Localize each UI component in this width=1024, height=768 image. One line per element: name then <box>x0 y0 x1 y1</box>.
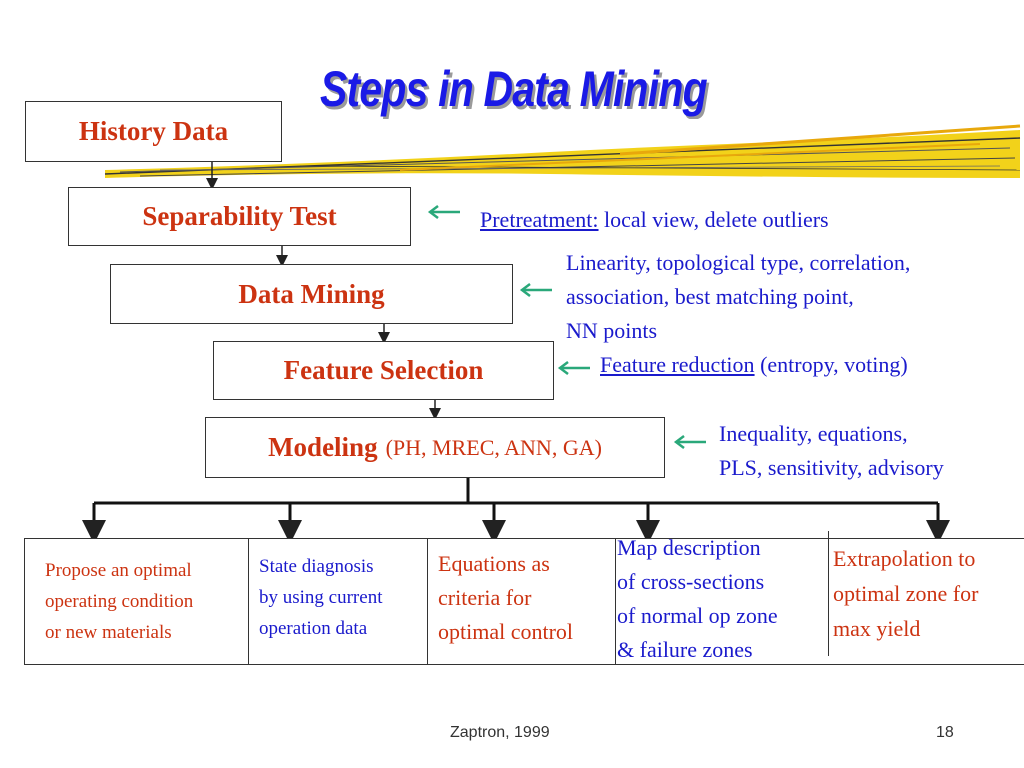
outcome-line: Map description <box>617 535 761 560</box>
note-pretreatment-label: Pretreatment: <box>480 207 599 232</box>
note-feature-label: Feature reduction <box>600 352 755 377</box>
left-arrow-icon <box>557 361 590 375</box>
outcome-propose: Propose an optimal operating condition o… <box>25 539 249 664</box>
outcome-line: criteria for <box>438 585 532 610</box>
outcome-line: operating condition <box>45 591 194 612</box>
note-pretreatment-text: local view, delete outliers <box>604 207 829 232</box>
page-number: 18 <box>936 724 954 741</box>
outcome-line: of normal op zone <box>617 603 778 628</box>
left-arrow-icon <box>427 205 460 219</box>
outcome-extrapolation: Extrapolation to optimal zone for max yi… <box>829 539 1024 664</box>
step-modeling: Modeling (PH, MREC, ANN, GA) <box>205 417 665 478</box>
left-arrow-icon <box>673 435 706 449</box>
step-separability-test: Separability Test <box>68 187 411 246</box>
outcome-line: optimal control <box>438 619 574 644</box>
outcome-line: State diagnosis <box>259 556 374 577</box>
left-arrow-icon <box>519 283 552 297</box>
outcome-line: Extrapolation to <box>833 546 976 571</box>
note-line: association, best matching point, <box>566 284 854 309</box>
outcome-line: optimal zone for <box>833 581 979 606</box>
outcome-line: Equations as <box>438 551 550 576</box>
note-feature-text: (entropy, voting) <box>760 352 908 377</box>
note-line: Inequality, equations, <box>719 421 908 446</box>
outcome-map-description: Map description of cross-sections of nor… <box>616 531 829 662</box>
brush-stroke-decoration <box>104 124 1021 178</box>
note-modeling: Inequality, equations, PLS, sensitivity,… <box>719 417 944 485</box>
step-label: Data Mining <box>238 278 385 309</box>
modeling-methods: (PH, MREC, ANN, GA) <box>385 434 602 460</box>
outcome-line: Propose an optimal <box>45 560 192 581</box>
step-label: History Data <box>78 116 229 146</box>
note-data-mining: Linearity, topological type, correlation… <box>566 246 910 348</box>
note-line: PLS, sensitivity, advisory <box>719 455 944 480</box>
outcome-line: & failure zones <box>617 637 753 662</box>
outcome-line: or new materials <box>45 622 172 643</box>
outcome-row: Propose an optimal operating condition o… <box>24 531 1024 665</box>
step-label: Feature Selection <box>283 355 484 385</box>
step-label: Modeling <box>268 432 378 462</box>
outcome-state-diagnosis: State diagnosis by using current operati… <box>249 539 428 664</box>
outcome-line: by using current <box>259 587 383 608</box>
outcome-line: operation data <box>259 618 368 639</box>
outcome-line: of cross-sections <box>617 569 765 594</box>
note-feature-reduction: Feature reduction (entropy, voting) <box>600 348 908 382</box>
note-line: Linearity, topological type, correlation… <box>566 250 911 275</box>
note-line: NN points <box>566 318 658 343</box>
slide-title: Steps in Data Mining <box>320 61 708 117</box>
footer-author: Zaptron, 1999 <box>450 724 550 741</box>
step-label: Separability Test <box>142 201 337 231</box>
outcome-equations: Equations as criteria for optimal contro… <box>428 539 616 664</box>
note-pretreatment: Pretreatment: local view, delete outlier… <box>480 203 829 237</box>
step-history-data: History Data <box>25 101 282 162</box>
step-feature-selection: Feature Selection <box>213 341 554 400</box>
step-data-mining: Data Mining <box>110 264 513 324</box>
outcome-line: max yield <box>833 616 921 641</box>
